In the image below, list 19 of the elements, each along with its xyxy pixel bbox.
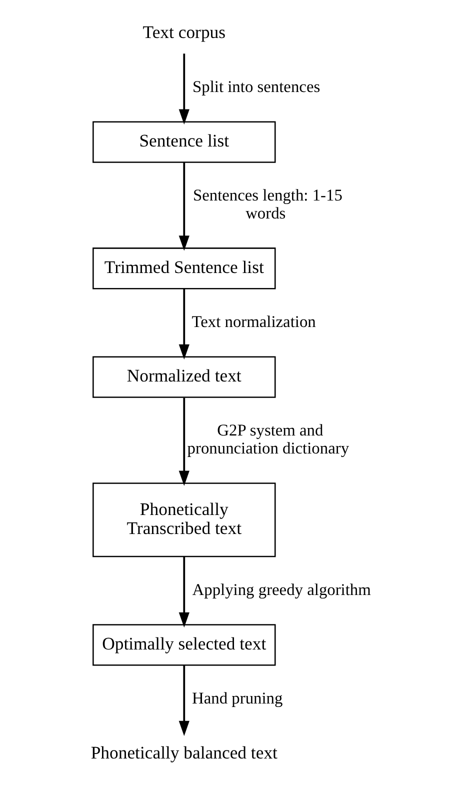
node-box: Sentence list <box>92 121 276 163</box>
arrow <box>178 665 190 736</box>
arrow <box>178 288 190 360</box>
edge-label: Text normalization <box>192 312 316 332</box>
edge-label: Applying greedy algorithm <box>192 580 371 599</box>
node-box: Phonetically Transcribed text <box>92 482 276 558</box>
node-box: Optimally selected text <box>92 624 276 666</box>
edge-label: Sentences length: 1-15 words <box>192 186 342 222</box>
edge-label: Hand pruning <box>192 688 283 708</box>
node-text: Phonetically balanced text <box>90 742 278 762</box>
arrow <box>178 162 190 251</box>
arrow <box>178 398 190 486</box>
arrow <box>178 556 190 628</box>
node-text: Text corpus <box>142 22 226 42</box>
edge-label: Split into sentences <box>192 77 320 96</box>
node-box: Normalized text <box>92 356 276 398</box>
edge-label: G2P system and pronunciation dictionary <box>187 420 350 458</box>
node-box: Trimmed Sentence list <box>92 248 276 290</box>
arrow <box>178 54 190 124</box>
